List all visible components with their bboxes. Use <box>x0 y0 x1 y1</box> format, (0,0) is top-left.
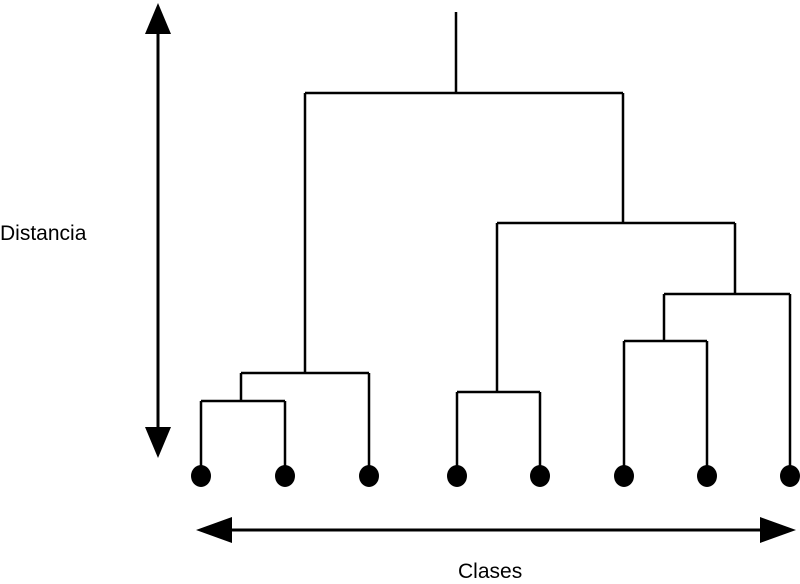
leaf-node <box>447 465 467 487</box>
leaf-node <box>275 465 295 487</box>
leaf-node <box>780 465 800 487</box>
dendrogram-tree <box>199 12 792 470</box>
arrow-right-head <box>760 517 796 543</box>
distance-axis-label: Distancia <box>0 222 87 245</box>
leaf-node <box>614 465 634 487</box>
classes-axis-arrow <box>196 517 796 543</box>
leaf-nodes <box>191 465 800 487</box>
arrow-down-head <box>145 427 171 458</box>
arrow-up-head <box>145 3 171 34</box>
distance-axis-arrow <box>145 3 171 458</box>
arrow-left-head <box>196 517 232 543</box>
classes-axis-label: Clases <box>458 560 523 583</box>
leaf-node <box>697 465 717 487</box>
leaf-node <box>359 465 379 487</box>
leaf-node <box>530 465 550 487</box>
leaf-node <box>191 465 211 487</box>
